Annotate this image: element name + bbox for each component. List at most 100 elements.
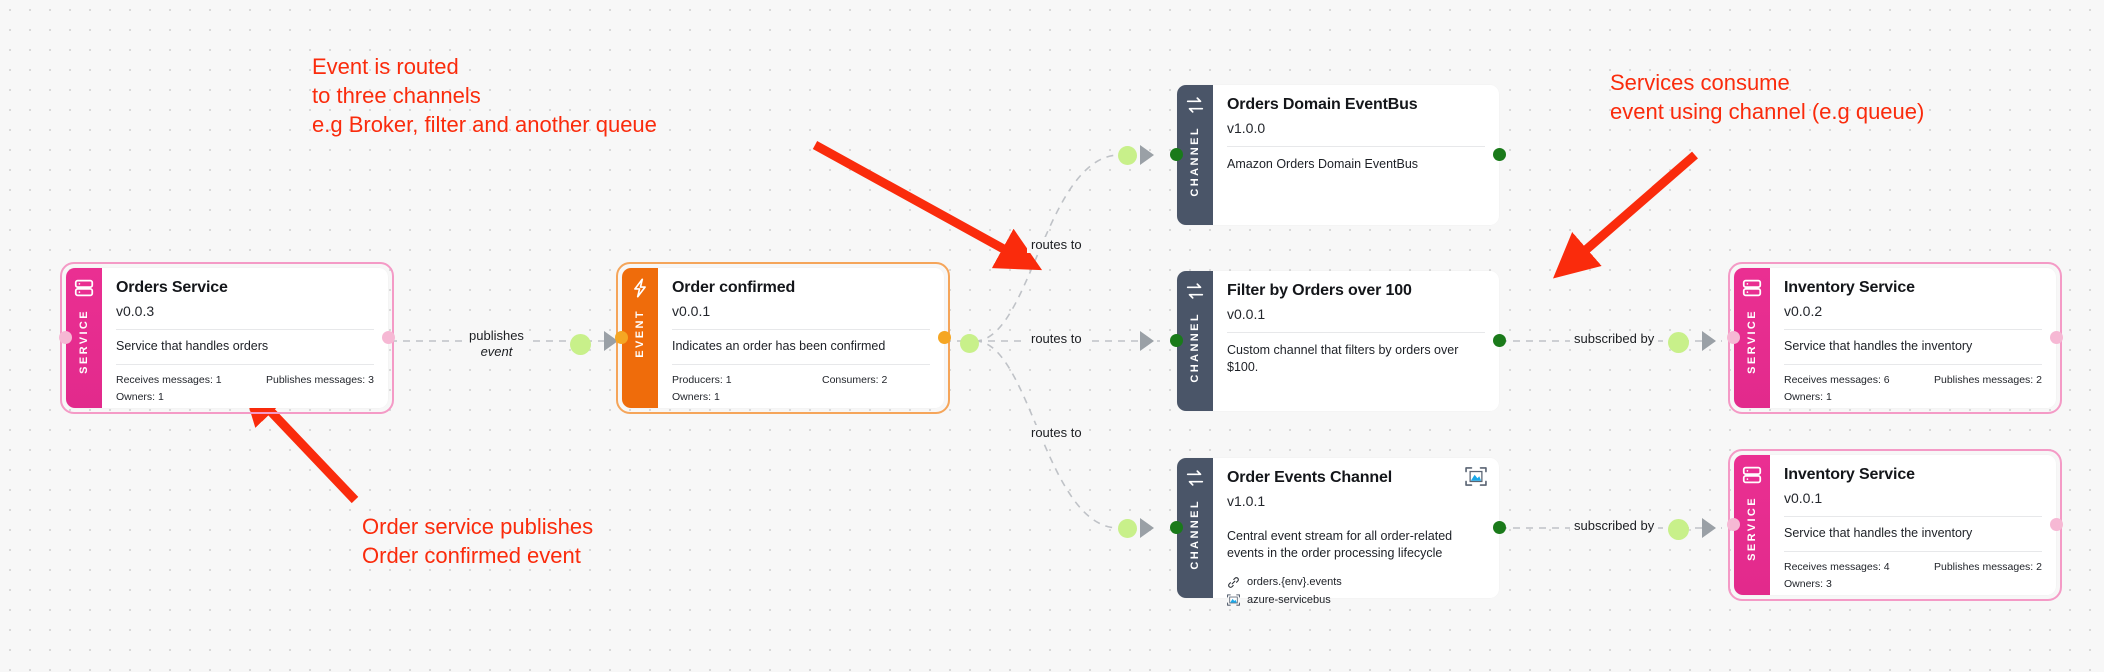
edge-arrow-inventory-2 — [1702, 518, 1716, 538]
node-description: Amazon Orders Domain EventBus — [1227, 156, 1419, 171]
handle-source-right[interactable] — [2050, 518, 2063, 531]
edge-arrow-inventory-1 — [1702, 331, 1716, 351]
node-channel-meta: orders.{env}.events azure-servicebus — [1213, 569, 1499, 611]
arrow-routed — [812, 141, 1043, 271]
metric-publishes: Publishes messages: 3 — [266, 374, 374, 386]
node-version: v1.0.1 — [1227, 493, 1266, 510]
node-version: v1.0.0 — [1227, 120, 1266, 137]
node-body: Order Events Channel v1.0.1 Central even… — [1213, 458, 1499, 606]
server-icon — [1742, 279, 1762, 297]
node-orders-domain-eventbus[interactable]: CHANNEL Orders Domain EventBus v1.0.0 Am… — [1170, 85, 1506, 225]
node-description: Service that handles orders — [116, 339, 269, 354]
handle-target-left[interactable] — [1727, 518, 1740, 531]
node-order-confirmed[interactable]: EVENT Order confirmed v0.0.1 Indicates a… — [615, 262, 951, 414]
node-rail-label: CHANNEL — [1188, 126, 1201, 197]
edge-label-subscribed-by-1: subscribed by — [1570, 331, 1659, 348]
node-order-events-channel[interactable]: CHANNEL Order Events Channel v1.0.1 Cent… — [1170, 458, 1506, 606]
annotation-services-consume: Services consume event using channel (e.… — [1610, 70, 1925, 125]
node-description: Central event stream for all order-relat… — [1227, 528, 1453, 560]
node-header: Inventory Service v0.0.2 — [1770, 268, 2056, 320]
edge-dot-order-events — [1118, 519, 1137, 538]
node-version: v0.0.1 — [672, 303, 711, 320]
node-title: Orders Service — [116, 279, 228, 296]
metric-publishes: Publishes messages: 2 — [1934, 374, 2042, 386]
node-rail-label: SERVICE — [1745, 496, 1758, 561]
edge-arrow-publishes — [604, 331, 618, 351]
divider — [1227, 145, 1485, 147]
node-title: Order Events Channel — [1227, 469, 1393, 486]
node-inventory-service-1[interactable]: SERVICE Inventory Service v0.0.2 Service… — [1727, 262, 2063, 414]
handle-target-left[interactable] — [615, 331, 628, 344]
metric-receives: Receives messages: 6 — [1784, 374, 1890, 386]
node-version: v0.0.1 — [1784, 490, 1823, 507]
node-body: Inventory Service v0.0.1 Service that ha… — [1770, 455, 2056, 595]
edge-dot-inventory-2 — [1668, 519, 1689, 540]
divider — [672, 364, 930, 365]
handle-source-right[interactable] — [2050, 331, 2063, 344]
metric-receives: Receives messages: 1 — [116, 374, 222, 386]
handle-source-right[interactable] — [938, 331, 951, 344]
node-header: Orders Service v0.0.3 — [102, 268, 388, 320]
node-rail-channel: CHANNEL — [1177, 271, 1213, 411]
metric-producers: Producers: 1 — [672, 374, 732, 386]
divider — [116, 328, 374, 330]
handle-target-left[interactable] — [1170, 521, 1183, 534]
divider — [1784, 328, 2042, 330]
node-header: Order confirmed v0.0.1 — [658, 268, 944, 320]
node-description: Indicates an order has been confirmed — [672, 339, 886, 354]
node-rail-label: CHANNEL — [1188, 499, 1201, 570]
bolt-icon — [634, 278, 646, 298]
handle-source-right[interactable] — [1493, 334, 1506, 347]
handle-target-left[interactable] — [59, 331, 72, 344]
divider — [1784, 364, 2042, 365]
node-rail-event: EVENT — [622, 268, 658, 408]
node-header: Orders Domain EventBus v1.0.0 — [1213, 85, 1499, 137]
edge-label-publishes-line1: publishes — [469, 328, 524, 343]
node-header: Order Events Channel v1.0.1 — [1213, 458, 1499, 510]
handle-target-left[interactable] — [1727, 331, 1740, 344]
server-icon — [74, 279, 94, 297]
node-body: Order confirmed v0.0.1 Indicates an orde… — [658, 268, 944, 408]
node-rail-label: EVENT — [633, 309, 646, 358]
node-rail-service: SERVICE — [66, 268, 102, 408]
channel-protocol-row: azure-servicebus — [1227, 594, 1485, 606]
exchange-arrows-icon — [1186, 97, 1204, 113]
node-metrics: Receives messages: 4 Publishes messages:… — [1770, 552, 2056, 595]
edge-arrow-order-events — [1140, 518, 1154, 538]
node-title: Inventory Service — [1784, 279, 1915, 296]
node-orders-service[interactable]: SERVICE Orders Service v0.0.3 Service th… — [59, 262, 395, 414]
node-body: Inventory Service v0.0.2 Service that ha… — [1770, 268, 2056, 408]
node-metrics: Receives messages: 1 Publishes messages:… — [102, 365, 388, 408]
node-version: v0.0.3 — [116, 303, 155, 320]
handle-source-right[interactable] — [1493, 521, 1506, 534]
handle-target-left[interactable] — [1170, 148, 1183, 161]
divider — [672, 328, 930, 330]
exchange-arrows-icon — [1186, 283, 1204, 299]
node-body: Orders Service v0.0.3 Service that handl… — [102, 268, 388, 408]
node-description: Service that handles the inventory — [1784, 526, 1973, 541]
edge-arrow-filter — [1140, 331, 1154, 351]
edge-label-publishes-line2: event — [480, 344, 513, 360]
channel-protocol: azure-servicebus — [1247, 593, 1331, 606]
node-body: Orders Domain EventBus v1.0.0 Amazon Ord… — [1213, 85, 1499, 225]
node-version: v0.0.1 — [1227, 306, 1266, 323]
arrow-consume — [1552, 151, 1698, 279]
node-version: v0.0.2 — [1784, 303, 1823, 320]
handle-target-left[interactable] — [1170, 334, 1183, 347]
metric-publishes: Publishes messages: 2 — [1934, 561, 2042, 573]
node-rail-label: SERVICE — [1745, 309, 1758, 374]
edge-label-routes-to-2: routes to — [1027, 331, 1086, 348]
node-inventory-service-2[interactable]: SERVICE Inventory Service v0.0.1 Service… — [1727, 449, 2063, 601]
edge-label-subscribed-by-2: subscribed by — [1570, 518, 1659, 535]
handle-source-right[interactable] — [382, 331, 395, 344]
handle-source-right[interactable] — [1493, 148, 1506, 161]
edge-dot-junction — [960, 334, 979, 353]
edge-label-publishes: publishes event — [465, 328, 528, 361]
node-header: Filter by Orders over 100 v0.0.1 — [1213, 271, 1499, 323]
node-filter-by-orders-over-100[interactable]: CHANNEL Filter by Orders over 100 v0.0.1… — [1170, 271, 1506, 411]
node-rail-service: SERVICE — [1734, 455, 1770, 595]
node-metrics: Producers: 1 Consumers: 2 Owners: 1 — [658, 365, 944, 408]
channel-address-row: orders.{env}.events — [1227, 576, 1485, 589]
node-title: Filter by Orders over 100 — [1227, 282, 1412, 299]
